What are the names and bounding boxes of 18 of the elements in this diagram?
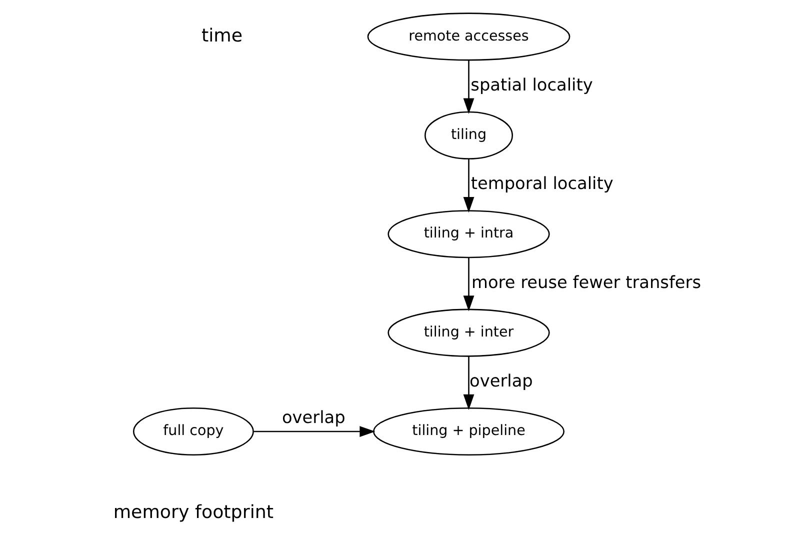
arrow — [253, 426, 375, 437]
node-ellipse: full copy — [132, 407, 254, 456]
edge-label: more reuse fewer transfers — [471, 272, 701, 292]
node-ellipse: remote accesses — [366, 12, 570, 61]
node-ellipse: tiling — [424, 111, 513, 160]
arrow — [462, 158, 474, 213]
arrow — [462, 258, 474, 312]
arrow — [462, 356, 474, 410]
edge-label: overlap — [281, 406, 345, 427]
node-ellipse: tiling + intra — [387, 210, 550, 258]
edge-label: overlap — [469, 370, 532, 391]
node-ellipse: tiling + inter — [387, 308, 550, 357]
edge-label: spatial locality — [470, 74, 592, 94]
label: time — [200, 26, 242, 47]
label: memory footprint — [112, 502, 274, 524]
arrow — [462, 60, 474, 114]
edge-label: temporal locality — [470, 173, 613, 194]
node-ellipse: tiling + pipeline — [372, 407, 564, 456]
